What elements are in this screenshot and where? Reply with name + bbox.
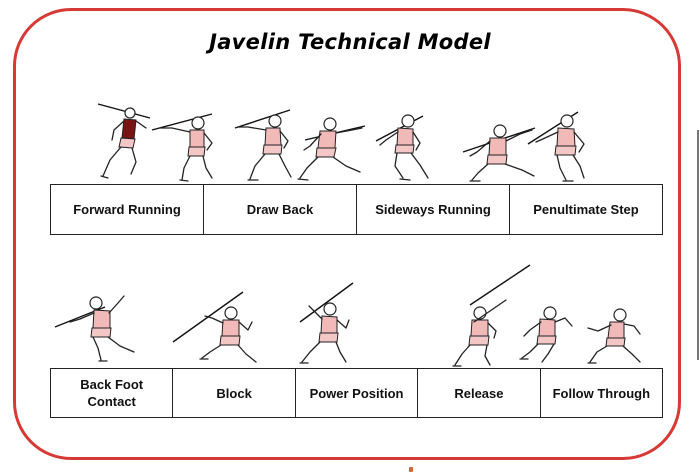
phase-label: Release xyxy=(454,385,504,401)
phase-label: Follow Through xyxy=(552,385,651,401)
figure-penultimate-step-2 xyxy=(527,111,585,182)
phase-cell-forward-running: Forward Running xyxy=(51,185,204,234)
phase-label: Forward Running xyxy=(73,202,181,217)
phase-cell-draw-back: Draw Back xyxy=(204,185,357,234)
phase-cell-follow-through: Follow Through xyxy=(541,369,662,417)
figure-follow-through-1 xyxy=(519,306,573,363)
phase-label: Draw Back xyxy=(246,202,314,217)
figure-block-1 xyxy=(172,291,257,363)
phase-cell-sideways-running: Sideways Running xyxy=(357,185,510,234)
phase-cell-power-position: Power Position xyxy=(296,369,419,417)
figure-follow-through-2 xyxy=(587,308,641,364)
figure-penultimate-step-1 xyxy=(462,124,536,182)
edge-marker xyxy=(409,467,413,472)
figure-block-2 xyxy=(299,282,354,364)
figure-sideways-running-2 xyxy=(297,117,366,181)
phase-row-top: Forward Running Draw Back Sideways Runni… xyxy=(50,184,663,235)
figure-sideways-running-3 xyxy=(375,114,429,181)
phase-cell-back-foot-contact: Back Foot Contact xyxy=(51,369,174,417)
figure-sideways-running-1 xyxy=(234,109,292,181)
phase-cell-block: Block xyxy=(173,369,296,417)
phase-label: Power Position xyxy=(309,385,404,401)
phase-label: Back Foot Contact xyxy=(80,377,144,409)
figure-forward-running xyxy=(97,103,151,179)
figure-release xyxy=(452,264,531,367)
phase-cell-release: Release xyxy=(418,369,541,417)
phase-label: Penultimate Step xyxy=(533,202,639,217)
phase-label: Sideways Running xyxy=(375,202,491,217)
figure-draw-back xyxy=(151,113,213,182)
phase-cell-penultimate-step: Penultimate Step xyxy=(510,185,662,234)
diagram-title: Javelin Technical Model xyxy=(209,30,491,54)
phase-label: Block xyxy=(216,385,252,401)
figure-back-foot-contact xyxy=(54,295,135,362)
edge-divider xyxy=(697,130,699,360)
phase-row-bottom: Back Foot Contact Block Power Position R… xyxy=(50,368,663,418)
